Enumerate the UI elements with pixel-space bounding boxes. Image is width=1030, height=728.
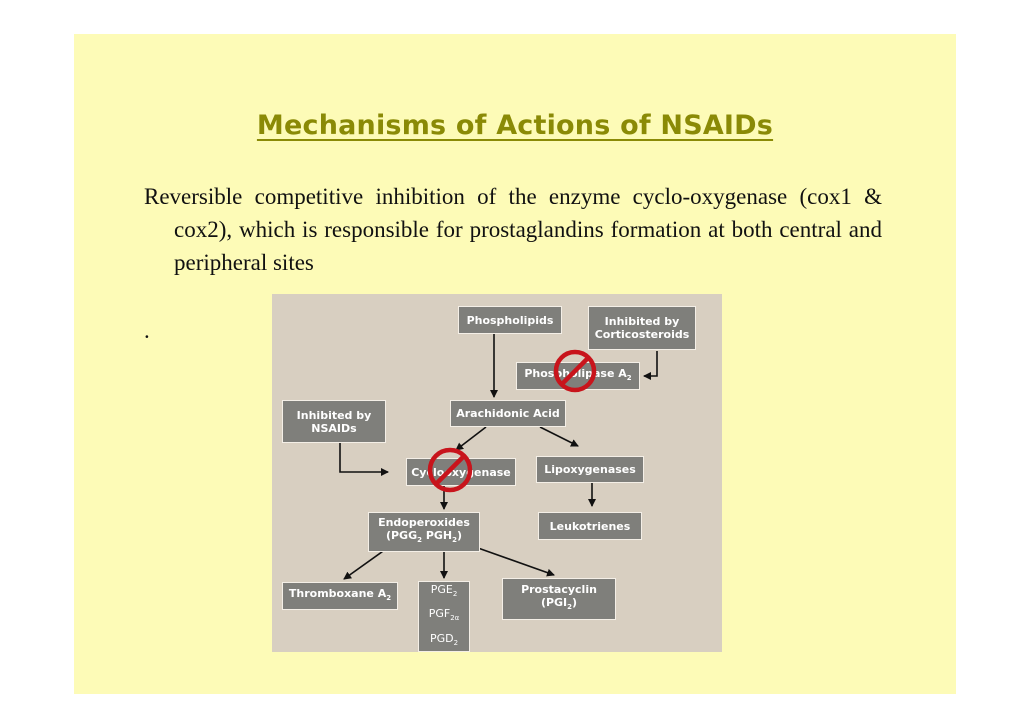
node-inhibited-by-nsaids: Inhibited by NSAIDs	[282, 400, 386, 443]
node-endoperoxides: Endoperoxides (PGG2 PGH2)	[368, 512, 480, 552]
node-prostacyclin: Prostacyclin (PGI2)	[502, 578, 616, 620]
body-paragraph: Reversible competitive inhibition of the…	[144, 180, 882, 279]
arrow-arachidonic-lipoxygenases	[539, 426, 579, 447]
arrow-layer	[339, 334, 658, 580]
node-arachidonic-acid: Arachidonic Acid	[450, 400, 566, 427]
arrow-endoperoxides-prostacyclin	[477, 547, 555, 577]
node-leukotrienes: Leukotrienes	[538, 512, 642, 540]
node-prostaglandins: PGE2 PGF2α PGD2	[418, 581, 470, 652]
slide-title: Mechanisms of Actions of NSAIDs	[256, 110, 774, 141]
node-inhibited-by-corticosteroids: Inhibited by Corticosteroids	[588, 306, 696, 350]
arrow-nsaids-cyclooxygenase	[339, 443, 389, 476]
body-text: Reversible competitive inhibition of the…	[144, 184, 882, 275]
node-phospholipids: Phospholipids	[458, 306, 562, 334]
node-lipoxygenases: Lipoxygenases	[536, 456, 644, 483]
trailing-period: .	[144, 318, 150, 343]
no-symbol-icon	[553, 349, 597, 393]
no-symbol-icon	[427, 447, 473, 493]
arrow-corticosteroids-phospholipase	[643, 351, 658, 380]
node-thromboxane: Thromboxane A2	[282, 582, 398, 610]
pathway-diagram: Phospholipids Inhibited by Corticosteroi…	[272, 294, 722, 652]
arrow-endoperoxides-thromboxane	[343, 548, 387, 580]
arrow-arachidonic-cyclooxygenase	[455, 426, 487, 451]
